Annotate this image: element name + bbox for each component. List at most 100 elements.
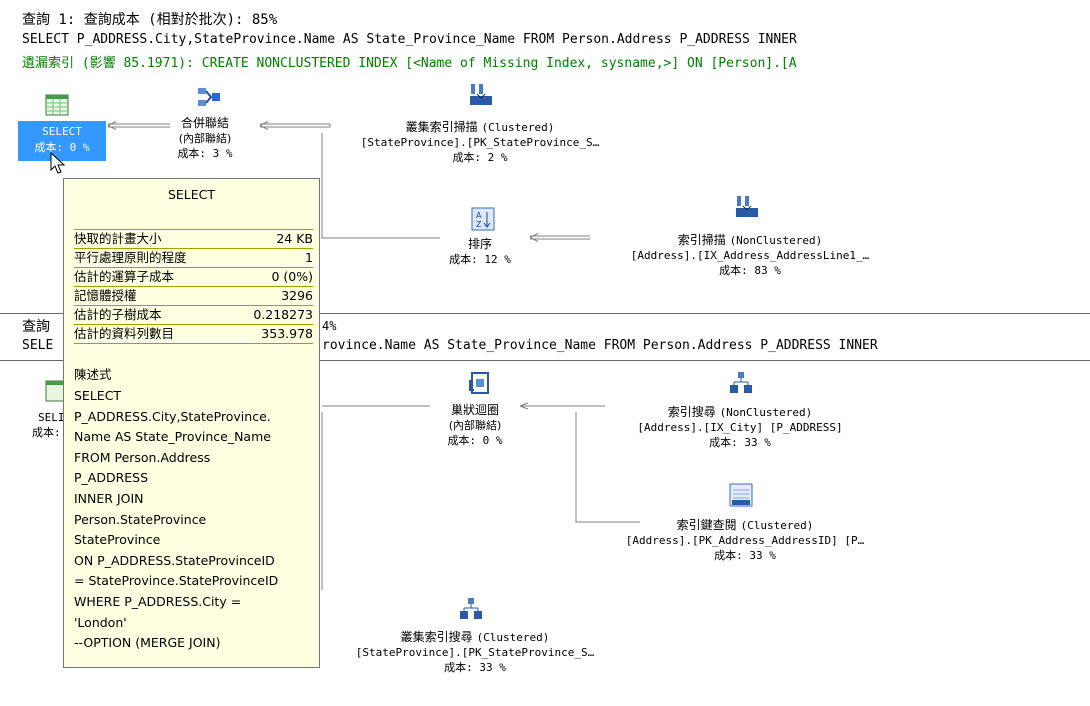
tooltip-row: 平行處理原則的程度 1 — [74, 249, 313, 268]
sort-icon[interactable]: A Z — [470, 206, 496, 232]
mouse-cursor-icon — [50, 152, 66, 174]
tooltip-row: 快取的計畫大小 24 KB — [74, 229, 313, 249]
arrow-merge-to-select — [108, 123, 170, 128]
tooltip-row: 估計的資料列數目 353.978 — [74, 325, 313, 344]
statement-line: P_ADDRESS — [74, 470, 149, 486]
plan2-select-node[interactable]: SELI 成本: — [32, 410, 65, 440]
tooltip-row-value: 0 (0%) — [271, 269, 313, 284]
statement-line: Person.StateProvince — [74, 511, 207, 527]
index-scan-type: (NonClustered) — [729, 234, 823, 247]
tooltip-row-label: 快取的計畫大小 — [74, 231, 162, 246]
sort-node[interactable]: 排序 成本: 12 % — [420, 237, 540, 267]
clustered-scan-node[interactable]: 叢集索引掃描 (Clustered) [StateProvince].[PK_S… — [330, 120, 630, 165]
index-scan-cost: 成本: 83 % — [719, 264, 781, 277]
query-divider — [0, 313, 1090, 314]
statement-line: INNER JOIN — [74, 490, 144, 506]
clustered-seek-object: [StateProvince].[PK_StateProvince_S… — [355, 646, 595, 659]
clustered-seek-node[interactable]: 叢集索引搜尋 (Clustered) [StateProvince].[PK_S… — [320, 630, 630, 675]
index-seek-type: (NonClustered) — [719, 406, 813, 419]
query2-title-suffix: 4% — [322, 319, 337, 333]
tooltip-properties: 快取的計畫大小 24 KB 平行處理原則的程度 1 估計的運算子成本 0 (0%) 記… — [64, 229, 319, 344]
index-scan-icon[interactable] — [468, 82, 494, 108]
tooltip-row: 估計的運算子成本 0 (0%) — [74, 268, 313, 287]
nested-loops-icon[interactable] — [466, 370, 492, 396]
statement-line: 'London' — [74, 614, 127, 630]
index-scan-object: [Address].[IX_Address_AddressLine1_… — [630, 249, 870, 262]
key-lookup-node[interactable]: 索引鍵查閱 (Clustered) [Address].[PK_Address_… — [585, 518, 905, 563]
tooltip-row: 記憶體授權 3296 — [74, 287, 313, 306]
key-lookup-cost: 成本: 33 % — [714, 549, 776, 562]
tooltip-row-label: 估計的資料列數目 — [74, 326, 175, 341]
index-scan-node[interactable]: 索引掃描 (NonClustered) [Address].[IX_Addres… — [590, 233, 910, 278]
tooltip-statement: SELECT P_ADDRESS.City,StateProvince. Nam… — [74, 386, 313, 654]
statement-line: = StateProvince.StateProvinceID — [74, 573, 279, 589]
clustered-seek-cost: 成本: 33 % — [444, 661, 506, 674]
nested-loops-sub: (內部聯結) — [448, 419, 502, 432]
clustered-scan-cost: 成本: 2 % — [452, 151, 508, 164]
clustered-seek-label: 叢集索引搜尋 — [400, 630, 473, 644]
sort-cost: 成本: 12 % — [449, 253, 511, 266]
select-node-selected[interactable]: SELECT 成本: 0 % — [18, 121, 106, 161]
nested-loops-label: 巢狀迴圈 — [450, 403, 499, 417]
query2-sql-prefix: SELE — [22, 338, 54, 353]
arrow-lookup-to-loops — [575, 412, 640, 523]
tooltip-row-label: 平行處理原則的程度 — [74, 250, 187, 265]
svg-text:Z: Z — [476, 220, 482, 229]
merge-join-sub: (內部聯結) — [178, 132, 232, 145]
index-seek-icon[interactable] — [728, 370, 754, 396]
tooltip-row-label: 記憶體授權 — [74, 288, 137, 303]
statement-line: StateProvince — [74, 532, 161, 548]
arrow-scan-to-merge — [260, 123, 331, 128]
key-lookup-type: (Clustered) — [740, 519, 814, 532]
clustered-scan-object: [StateProvince].[PK_StateProvince_S… — [360, 136, 600, 149]
index-scan-icon[interactable] — [734, 194, 760, 220]
tooltip-row-label: 估計的運算子成本 — [74, 269, 175, 284]
merge-join-label: 合併聯結 — [180, 116, 229, 130]
statement-line: --OPTION (MERGE JOIN) — [74, 635, 221, 651]
tooltip-row-value: 1 — [305, 250, 313, 265]
tooltip-row-label: 估計的子樹成本 — [74, 307, 162, 322]
query2-title-prefix: 查詢 — [22, 319, 50, 335]
tooltip-row-value: 24 KB — [276, 231, 313, 246]
plan2-select-label: SELI — [38, 411, 65, 424]
key-lookup-object: [Address].[PK_Address_AddressID] [P… — [625, 534, 865, 547]
index-seek-icon[interactable] — [458, 596, 484, 622]
merge-join-node[interactable]: 合併聯結 (內部聯結) 成本: 3 % — [150, 116, 260, 161]
index-seek-label: 索引搜尋 — [667, 405, 716, 419]
svg-text:A: A — [476, 211, 482, 220]
nested-loops-node[interactable]: 巢狀迴圈 (內部聯結) 成本: 0 % — [420, 403, 530, 448]
key-lookup-label: 索引鍵查閱 — [676, 518, 737, 532]
missing-index-hint[interactable]: 遺漏索引 (影響 85.1971): CREATE NONCLUSTERED I… — [22, 56, 797, 71]
nested-loops-cost: 成本: 0 % — [447, 434, 503, 447]
tooltip-title: SELECT — [167, 187, 216, 202]
result-grid-icon[interactable] — [44, 92, 70, 118]
query1-title: 查詢 1: 查詢成本 (相對於批次): 85% — [22, 12, 278, 28]
statement-line: WHERE P_ADDRESS.City = — [74, 593, 242, 609]
query1-sql: SELECT P_ADDRESS.City,StateProvince.Name… — [22, 32, 797, 47]
tooltip-statement-title: 陳述式 — [74, 367, 112, 382]
query2-sql-suffix: rovince.Name AS State_Province_Name FROM… — [322, 338, 878, 353]
key-lookup-icon[interactable] — [728, 482, 754, 508]
select-tooltip: SELECT 快取的計畫大小 24 KB 平行處理原則的程度 1 估計的運算子成本 0… — [63, 178, 320, 668]
arrow-sort-to-merge — [321, 133, 440, 239]
tooltip-row-value: 3296 — [281, 288, 313, 303]
sort-label: 排序 — [467, 237, 492, 251]
clustered-scan-label: 叢集索引掃描 — [405, 120, 478, 134]
merge-join-icon[interactable] — [196, 84, 222, 110]
merge-join-cost: 成本: 3 % — [177, 147, 233, 160]
select-node-cost: 成本: 0 % — [34, 141, 90, 154]
tooltip-row-value: 353.978 — [261, 326, 313, 341]
statement-line: P_ADDRESS.City,StateProvince. — [74, 408, 271, 424]
statement-line: Name AS State_Province_Name — [74, 429, 271, 445]
index-seek-cost: 成本: 33 % — [709, 436, 771, 449]
select-node-label: SELECT — [42, 125, 82, 138]
statement-line: ON P_ADDRESS.StateProvinceID — [74, 552, 275, 568]
arrow-indexscan-to-sort — [530, 235, 590, 240]
index-seek-object: [Address].[IX_City] [P_ADDRESS] — [637, 421, 843, 434]
query2-divider — [0, 360, 1090, 361]
clustered-seek-type: (Clustered) — [476, 631, 550, 644]
plan2-select-cost: 成本: — [32, 426, 61, 439]
index-seek-node[interactable]: 索引搜尋 (NonClustered) [Address].[IX_City] … — [600, 405, 880, 450]
